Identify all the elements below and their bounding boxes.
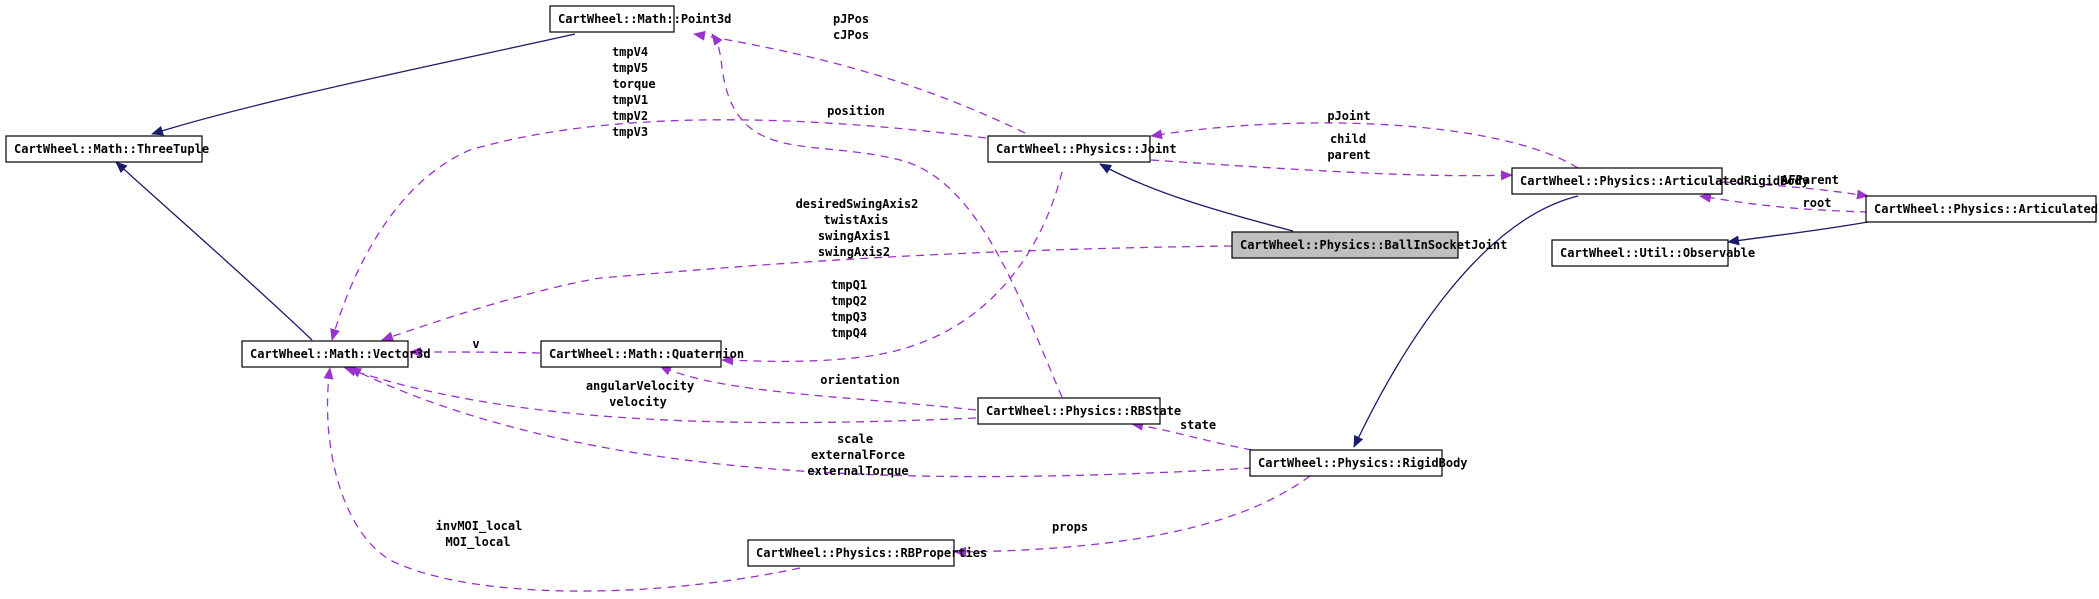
edge-label: tmpV5: [612, 61, 648, 75]
edge-labels: pJPos cJPos tmpV4 tmpV5 torque tmpV1 tmp…: [436, 12, 1839, 550]
edge-quaternion-vector3d: [409, 347, 541, 358]
edge-label: torque: [612, 77, 655, 91]
node-rigidbody[interactable]: CartWheel::Physics::RigidBody: [1249, 449, 1468, 477]
edge-label: angularVelocity: [586, 379, 694, 393]
edge-label: parent: [1327, 148, 1370, 162]
edge-vector3d-to-threetuple: [115, 161, 313, 341]
node-articulated-rigid-body[interactable]: CartWheel::Physics::ArticulatedRigidBody: [1511, 167, 1809, 195]
node-label: CartWheel::Physics::Joint: [996, 142, 1177, 156]
edge-label: tmpQ1: [831, 278, 867, 292]
edge-label: tmpQ4: [831, 326, 867, 340]
edge-label: tmpV2: [612, 109, 648, 123]
edge-label: position: [827, 104, 885, 118]
edge-point3d-to-threetuple: [151, 33, 576, 136]
edge-rigidbody-vector3d: [349, 367, 1253, 478]
edge-label: child: [1330, 132, 1366, 146]
edge-ballinsocket-to-joint: [1099, 163, 1294, 232]
node-label: CartWheel::Util::Observable: [1560, 246, 1755, 260]
edge-label: orientation: [820, 373, 899, 387]
edge-label: swingAxis2: [818, 245, 890, 259]
node-label: CartWheel::Physics::RigidBody: [1258, 456, 1468, 470]
edge-af-to-observable: [1727, 221, 1869, 246]
edge-joint-point3d: [693, 30, 1026, 134]
edge-label: twistAxis: [823, 213, 888, 227]
node-label: CartWheel::Math::Vector3d: [250, 347, 431, 361]
edge-rbproperties-vector3d: [323, 367, 801, 592]
edge-arb-to-rigidbody: [1353, 195, 1579, 448]
usage-edges: [323, 30, 1869, 592]
edge-arb-joint: [1150, 122, 1579, 169]
edge-label: state: [1180, 418, 1216, 432]
edge-label: externalTorque: [807, 464, 908, 478]
edge-label: pJPos: [833, 12, 869, 26]
edge-label: externalForce: [811, 448, 905, 462]
edge-label: tmpV4: [612, 45, 648, 59]
edge-rbstate-vector3d: [344, 366, 977, 424]
node-joint[interactable]: CartWheel::Physics::Joint: [987, 135, 1177, 163]
edge-label: tmpV1: [612, 93, 648, 107]
edge-label: velocity: [609, 395, 667, 409]
node-ballinsocket-joint[interactable]: CartWheel::Physics::BallInSocketJoint: [1231, 231, 1507, 259]
node-label: CartWheel::Physics::BallInSocketJoint: [1240, 238, 1507, 252]
edge-label: invMOI_local: [436, 519, 523, 534]
node-threetuple[interactable]: CartWheel::Math::ThreeTuple: [5, 135, 209, 163]
edge-label: scale: [837, 432, 873, 446]
node-label: CartWheel::Math::ThreeTuple: [14, 142, 209, 156]
edge-joint-arb: [1150, 159, 1513, 181]
node-articulated-figure[interactable]: CartWheel::Physics::ArticulatedF: [1865, 195, 2099, 223]
edge-af-arb: [1699, 192, 1869, 213]
inheritance-edges: [115, 33, 1869, 448]
edge-rbstate-quaternion: [659, 365, 977, 411]
edge-label: AFParent: [1781, 173, 1839, 187]
edge-label: tmpQ2: [831, 294, 867, 308]
edge-label: props: [1052, 520, 1088, 534]
edge-joint-vector3d: [330, 119, 987, 341]
node-rbproperties[interactable]: CartWheel::Physics::RBProperties: [747, 539, 987, 567]
edge-rigidbody-rbproperties: [954, 475, 1311, 557]
node-label: CartWheel::Physics::ArticulatedRigidBody: [1520, 174, 1809, 188]
edge-rigidbody-rbstate: [1131, 420, 1253, 451]
edge-label: root: [1803, 196, 1832, 210]
edge-label: v: [472, 337, 479, 351]
edge-joint-quaternion: [721, 171, 1063, 366]
edge-label: pJoint: [1327, 109, 1370, 123]
edge-label: swingAxis1: [818, 229, 890, 243]
node-vector3d[interactable]: CartWheel::Math::Vector3d: [241, 340, 431, 368]
edge-label: MOI_local: [445, 535, 510, 550]
node-label: CartWheel::Physics::ArticulatedF: [1874, 202, 2099, 216]
node-label: CartWheel::Physics::RBState: [986, 404, 1181, 418]
node-point3d[interactable]: CartWheel::Math::Point3d: [549, 5, 731, 33]
node-label: CartWheel::Math::Quaternion: [549, 347, 744, 361]
edge-label: desiredSwingAxis2: [796, 197, 919, 211]
edge-rbstate-point3d: [711, 33, 1063, 398]
edge-label: cJPos: [833, 28, 869, 42]
edge-label: tmpQ3: [831, 310, 867, 324]
node-observable[interactable]: CartWheel::Util::Observable: [1551, 239, 1755, 267]
edge-bis-vector3d: [381, 245, 1233, 342]
node-label: CartWheel::Math::Point3d: [558, 12, 731, 26]
edge-label: tmpV3: [612, 125, 648, 139]
node-quaternion[interactable]: CartWheel::Math::Quaternion: [540, 340, 744, 368]
nodes: CartWheel::Math::Point3d CartWheel::Math…: [5, 5, 2099, 567]
node-label: CartWheel::Physics::RBProperties: [756, 546, 987, 560]
edge-arb-af: [1721, 181, 1869, 200]
node-rbstate[interactable]: CartWheel::Physics::RBState: [977, 397, 1181, 425]
